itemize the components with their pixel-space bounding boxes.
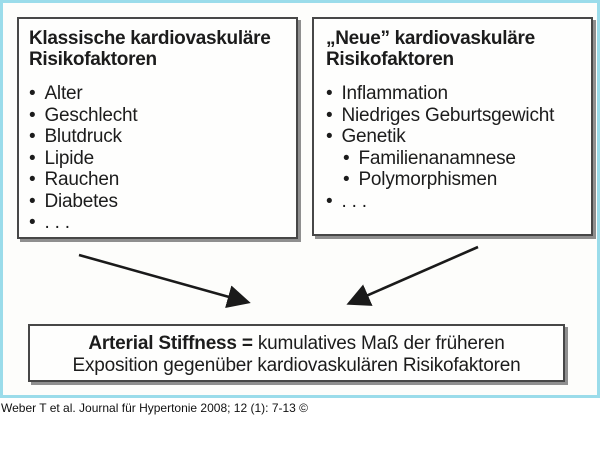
new-risk-list: • Inflammation • Niedriges Geburtsgewich… bbox=[326, 83, 579, 212]
list-item: • Diabetes bbox=[29, 191, 286, 213]
list-item-label: Rauchen bbox=[44, 169, 120, 190]
list-item: • Genetik bbox=[326, 126, 579, 148]
list-item-label: . . . bbox=[44, 212, 70, 233]
classical-box-title: Klassische kardiovaskuläre Risikofaktore… bbox=[29, 28, 271, 70]
arrow-right-icon bbox=[346, 245, 479, 306]
bullet-icon: • bbox=[343, 169, 350, 190]
list-item-label: Alter bbox=[44, 83, 83, 104]
list-item: • . . . bbox=[326, 191, 579, 213]
list-item-label: Diabetes bbox=[44, 190, 118, 212]
classical-risk-factors-box: Klassische kardiovaskuläre Risikofaktore… bbox=[17, 17, 298, 239]
list-item: • Rauchen bbox=[29, 169, 286, 191]
citation-text: Weber T et al. Journal für Hypertonie 20… bbox=[1, 401, 309, 415]
list-item-label: Blutdruck bbox=[44, 126, 122, 147]
bullet-icon: • bbox=[29, 190, 36, 212]
list-item: • Inflammation bbox=[326, 83, 579, 105]
list-item-label: . . . bbox=[341, 190, 367, 212]
classical-risk-list: • Alter • Geschlecht • Blutdruck • Lipid… bbox=[29, 83, 286, 234]
list-item: • Niedriges Geburtsgewicht bbox=[326, 105, 579, 127]
result-line-1-rest: kumulatives Maß der früheren bbox=[252, 333, 505, 354]
list-item: • Blutdruck bbox=[29, 126, 286, 148]
list-item-label: Polymorphismen bbox=[358, 169, 498, 190]
list-item: • . . . bbox=[29, 212, 286, 234]
bullet-icon: • bbox=[326, 126, 333, 147]
bullet-icon: • bbox=[29, 169, 36, 190]
list-item-label: Familienanamnese bbox=[358, 147, 516, 169]
bullet-icon: • bbox=[29, 104, 36, 126]
list-item: • Geschlecht bbox=[29, 105, 286, 127]
bullet-icon: • bbox=[29, 83, 36, 104]
bullet-icon: • bbox=[326, 104, 333, 126]
list-item: • Lipide bbox=[29, 148, 286, 170]
bullet-icon: • bbox=[326, 190, 333, 212]
list-item-label: Genetik bbox=[341, 126, 406, 147]
new-risk-factors-box: „Neue” kardiovaskuläre Risikofaktoren • … bbox=[312, 17, 593, 236]
result-line-2: Exposition gegenüber kardiovaskulären Ri… bbox=[72, 354, 521, 376]
bullet-icon: • bbox=[326, 83, 333, 104]
list-item-label: Lipide bbox=[44, 147, 94, 169]
bullet-icon: • bbox=[343, 147, 350, 169]
list-item-label: Geschlecht bbox=[44, 104, 138, 126]
arrow-left-icon bbox=[78, 253, 251, 309]
result-line-1: Arterial Stiffness = kumulatives Maß der… bbox=[30, 333, 563, 355]
bullet-icon: • bbox=[29, 212, 36, 233]
arterial-stiffness-box: Arterial Stiffness = kumulatives Maß der… bbox=[28, 324, 565, 382]
sub-list-item: • Familienanamnese bbox=[326, 148, 579, 170]
bullet-icon: • bbox=[29, 126, 36, 147]
list-item: • Alter bbox=[29, 83, 286, 105]
diagram-frame: Klassische kardiovaskuläre Risikofaktore… bbox=[0, 0, 600, 398]
sub-list-item: • Polymorphismen bbox=[326, 169, 579, 191]
bullet-icon: • bbox=[29, 147, 36, 169]
list-item-label: Niedriges Geburtsgewicht bbox=[341, 104, 555, 126]
list-item-label: Inflammation bbox=[341, 83, 448, 104]
new-box-title: „Neue” kardiovaskuläre Risikofaktoren bbox=[326, 28, 535, 70]
result-bold-lead: Arterial Stiffness = bbox=[88, 333, 253, 354]
